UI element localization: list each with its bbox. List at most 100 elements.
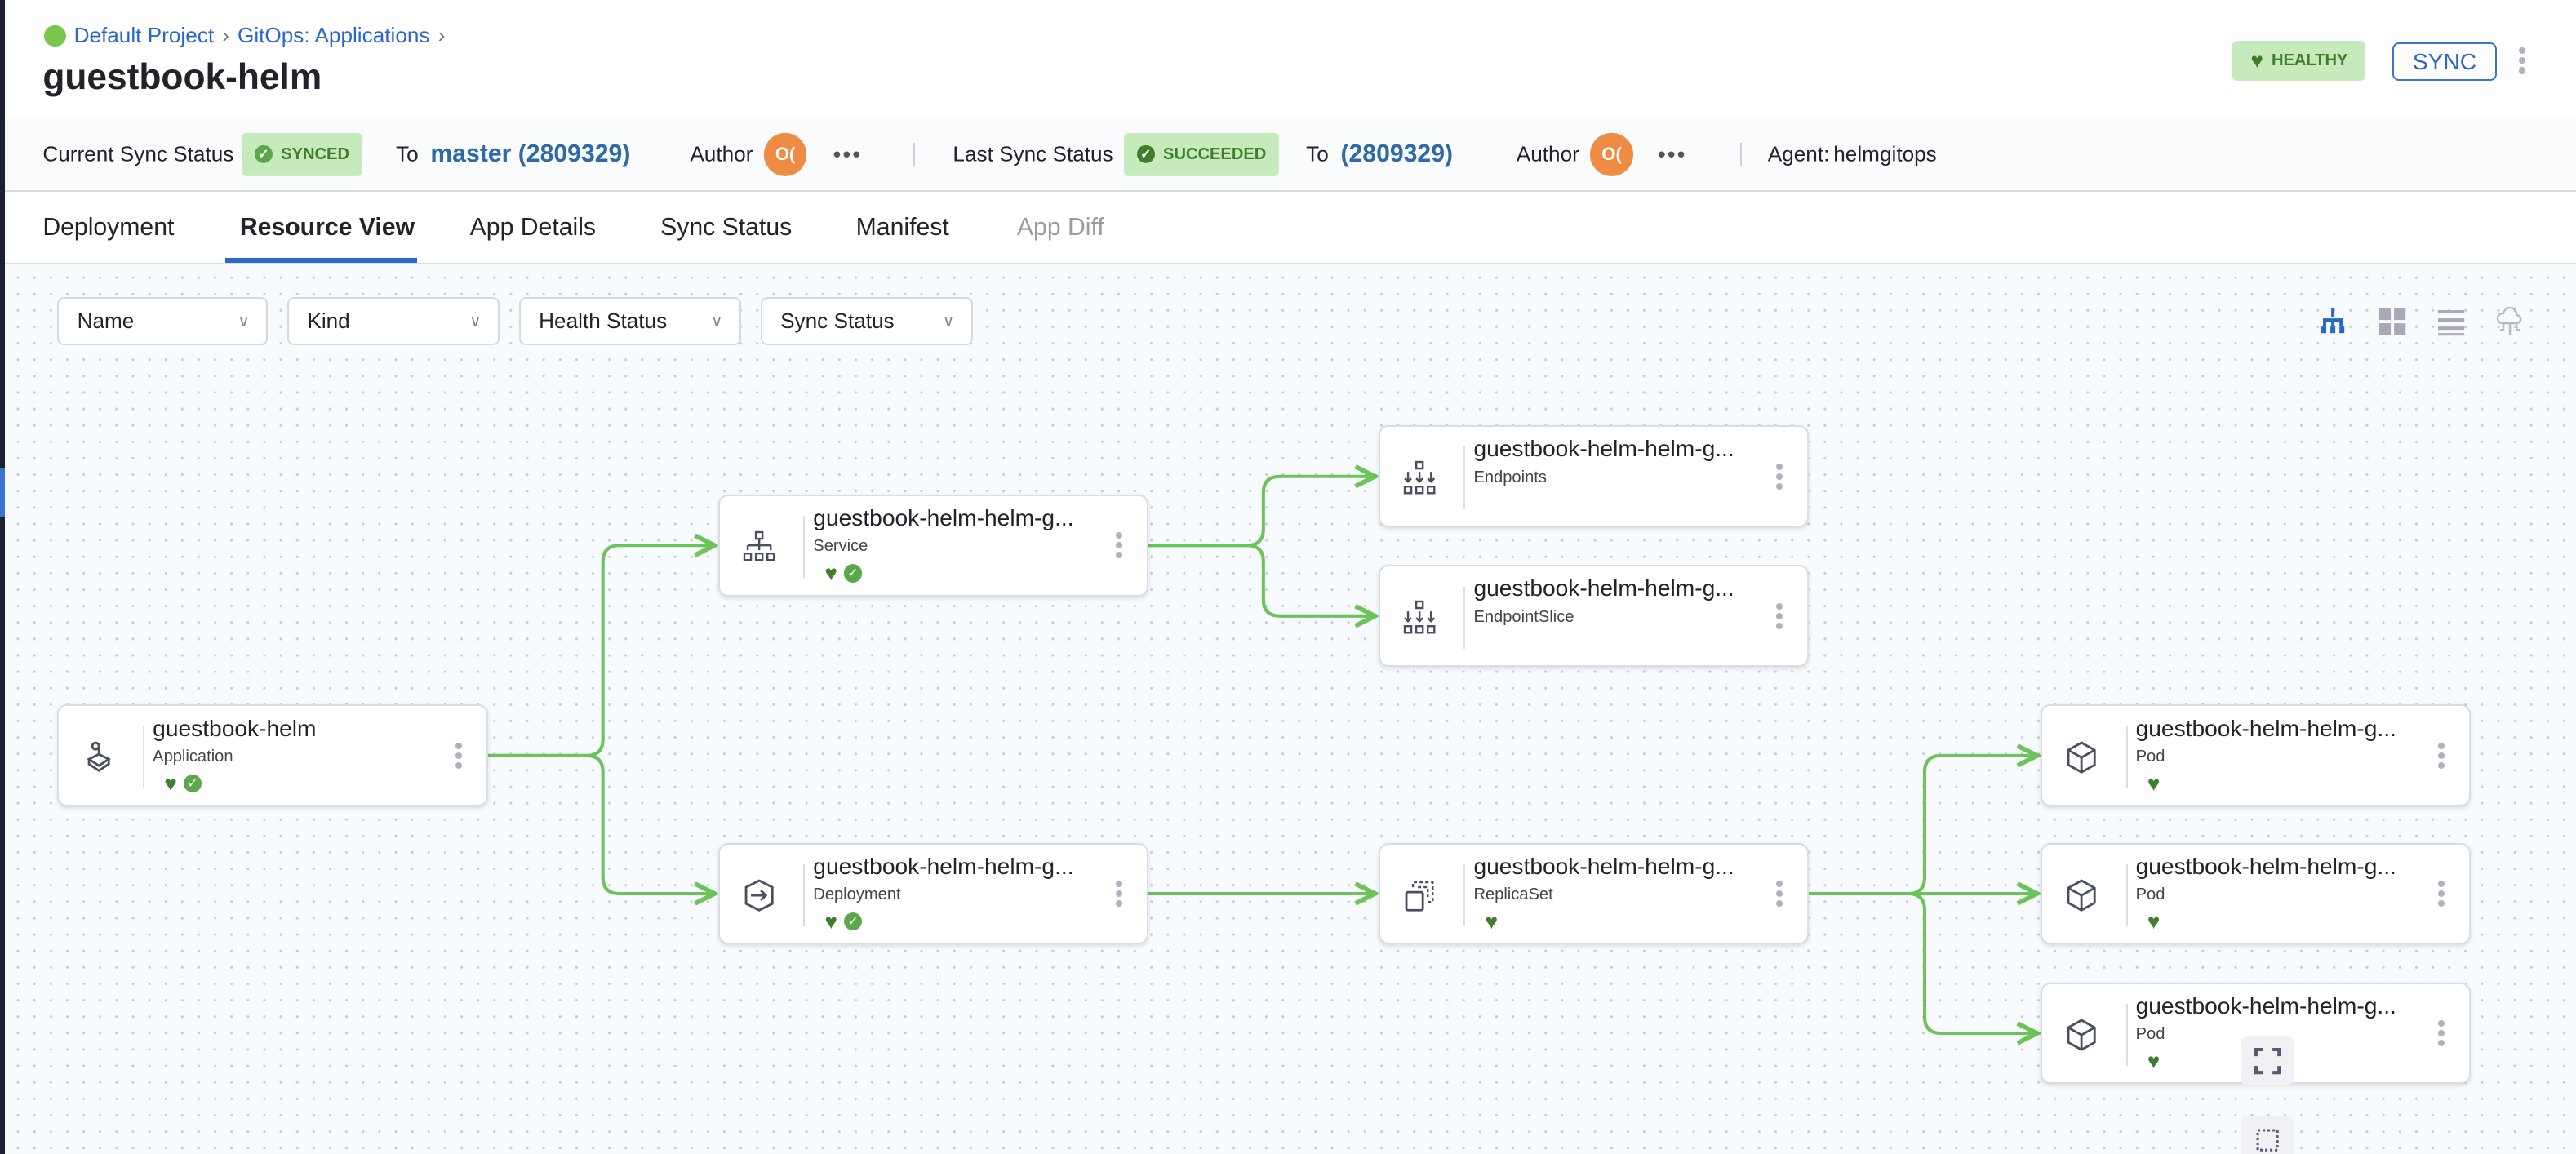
- heart-icon: ♥: [2147, 1049, 2161, 1074]
- more-icon[interactable]: •••: [1657, 140, 1687, 167]
- node-kind: EndpointSlice: [1473, 607, 1574, 626]
- filter-health-status[interactable]: Health Status∨: [519, 297, 741, 345]
- tab-sync-status[interactable]: Sync Status: [660, 213, 793, 241]
- node-status: ♥: [1485, 909, 1499, 934]
- filter-kind[interactable]: Kind∨: [287, 297, 500, 345]
- divider: [1463, 586, 1466, 650]
- filter-sync-status[interactable]: Sync Status∨: [760, 297, 973, 345]
- node-name: guestbook-helm-helm-g...: [1473, 575, 1734, 601]
- divider: [2125, 1003, 2128, 1067]
- page-title: guestbook-helm: [42, 57, 322, 98]
- node-name: guestbook-helm-helm-g...: [1473, 435, 1734, 462]
- node-menu-icon[interactable]: [1774, 463, 1784, 493]
- node-menu-icon[interactable]: [454, 742, 464, 772]
- node-name: guestbook-helm-helm-g...: [2135, 852, 2396, 879]
- breadcrumb-default-project[interactable]: Default Project: [73, 23, 215, 48]
- filter-name[interactable]: Name ∨: [57, 297, 269, 345]
- node-menu-icon[interactable]: [2436, 742, 2446, 772]
- fit-view-button[interactable]: [2241, 1036, 2294, 1086]
- breadcrumb-gitops-applications[interactable]: GitOps: Applications: [237, 23, 430, 48]
- node-kind: Deployment: [813, 885, 901, 903]
- filter-label: Health Status: [539, 308, 668, 333]
- current-sync-label: Current Sync Status: [42, 141, 234, 166]
- node-kind: Pod: [2135, 885, 2165, 903]
- divider: [803, 863, 806, 927]
- heart-icon: ♥: [2250, 48, 2263, 73]
- current-sync-badge: ✓ SYNCED: [241, 133, 363, 176]
- more-icon[interactable]: •••: [833, 140, 863, 167]
- check-icon: ✓: [254, 145, 273, 164]
- tab-resource-view[interactable]: Resource View: [239, 213, 415, 241]
- current-revision-link[interactable]: master (2809329): [430, 140, 631, 168]
- resource-node-deployment[interactable]: guestbook-helm-helm-g... Deployment ♥✓: [717, 842, 1148, 945]
- check-icon: ✓: [1136, 145, 1155, 164]
- tab-app-details[interactable]: App Details: [469, 213, 597, 241]
- node-kind: Pod: [2135, 1024, 2165, 1043]
- filter-label: Sync Status: [780, 308, 895, 333]
- node-menu-icon[interactable]: [1774, 602, 1784, 632]
- pod-icon: [2067, 1019, 2096, 1051]
- check-icon: ✓: [843, 564, 863, 583]
- node-menu-icon[interactable]: [2436, 1019, 2446, 1050]
- resource-node-pod[interactable]: guestbook-helm-helm-g... Pod ♥: [2040, 842, 2472, 945]
- filter-label: Name: [77, 308, 135, 333]
- resource-node-application[interactable]: guestbook-helm Application ♥✓: [57, 704, 488, 807]
- node-status: ♥: [2147, 1049, 2161, 1074]
- selection-button[interactable]: [2241, 1115, 2294, 1154]
- node-menu-icon[interactable]: [2436, 880, 2446, 910]
- author-avatar[interactable]: O(: [763, 133, 807, 176]
- resource-node-service[interactable]: guestbook-helm-helm-g... Service ♥✓: [717, 494, 1148, 597]
- divider: [913, 143, 916, 166]
- resource-node-replicaset[interactable]: guestbook-helm-helm-g... ReplicaSet ♥: [1378, 842, 1810, 945]
- author-label: Author: [690, 141, 753, 166]
- node-status: ♥✓: [164, 771, 202, 796]
- gitops-logo-icon: [44, 24, 66, 47]
- endpoints-icon: [1403, 460, 1436, 495]
- node-menu-icon[interactable]: [1114, 532, 1124, 561]
- last-author-label: Author: [1516, 141, 1579, 166]
- last-to-label: To: [1306, 141, 1329, 166]
- resource-node-endpointslice[interactable]: guestbook-helm-helm-g... EndpointSlice: [1378, 565, 1810, 668]
- deployment-icon: [744, 879, 774, 912]
- divider: [1739, 143, 1742, 166]
- last-sync-badge: ✓ SUCCEEDED: [1123, 133, 1280, 176]
- pod-icon: [2067, 879, 2096, 912]
- last-sync-label: Last Sync Status: [953, 141, 1113, 166]
- application-icon: [86, 741, 111, 772]
- node-name: guestbook-helm-helm-g...: [2135, 992, 2396, 1019]
- check-icon: ✓: [183, 775, 202, 793]
- pod-icon: [2067, 741, 2096, 774]
- marquee-select-icon: [2256, 1129, 2279, 1152]
- heart-icon: ♥: [1485, 909, 1499, 934]
- chevron-right-icon: ›: [222, 23, 229, 48]
- heart-icon: ♥: [164, 771, 177, 796]
- heart-icon: ♥: [824, 561, 837, 586]
- current-sync-status: SYNCED: [281, 144, 349, 163]
- last-revision-link[interactable]: (2809329): [1340, 140, 1454, 168]
- list-icon[interactable]: [2436, 307, 2466, 336]
- chevron-down-icon: ∨: [238, 312, 250, 331]
- heart-icon: ♥: [2147, 909, 2161, 934]
- resource-node-pod[interactable]: guestbook-helm-helm-g... Pod ♥: [2040, 704, 2472, 807]
- divider: [1463, 446, 1466, 509]
- node-menu-icon[interactable]: [1774, 880, 1784, 910]
- sync-button[interactable]: SYNC: [2392, 42, 2498, 81]
- agent-value: helmgitops: [1833, 141, 1937, 166]
- cloud-network-icon[interactable]: [2495, 307, 2525, 336]
- tab-manifest[interactable]: Manifest: [855, 213, 949, 241]
- grid-icon[interactable]: [2378, 307, 2407, 336]
- service-icon: [743, 530, 775, 561]
- left-nav-edge: [0, 0, 6, 1154]
- last-sync-status: SUCCEEDED: [1163, 144, 1267, 163]
- divider: [2125, 726, 2128, 789]
- node-status: ♥✓: [824, 911, 863, 932]
- resource-node-endpoints[interactable]: guestbook-helm-helm-g... Endpoints: [1378, 425, 1810, 528]
- health-badge: ♥ HEALTHY: [2232, 41, 2366, 81]
- tree-icon[interactable]: [2318, 307, 2347, 336]
- more-options-icon[interactable]: [2517, 47, 2527, 77]
- node-menu-icon[interactable]: [1114, 880, 1124, 910]
- last-author-avatar[interactable]: O(: [1590, 133, 1633, 176]
- tab-deployment[interactable]: Deployment: [42, 213, 175, 241]
- divider: [803, 515, 806, 579]
